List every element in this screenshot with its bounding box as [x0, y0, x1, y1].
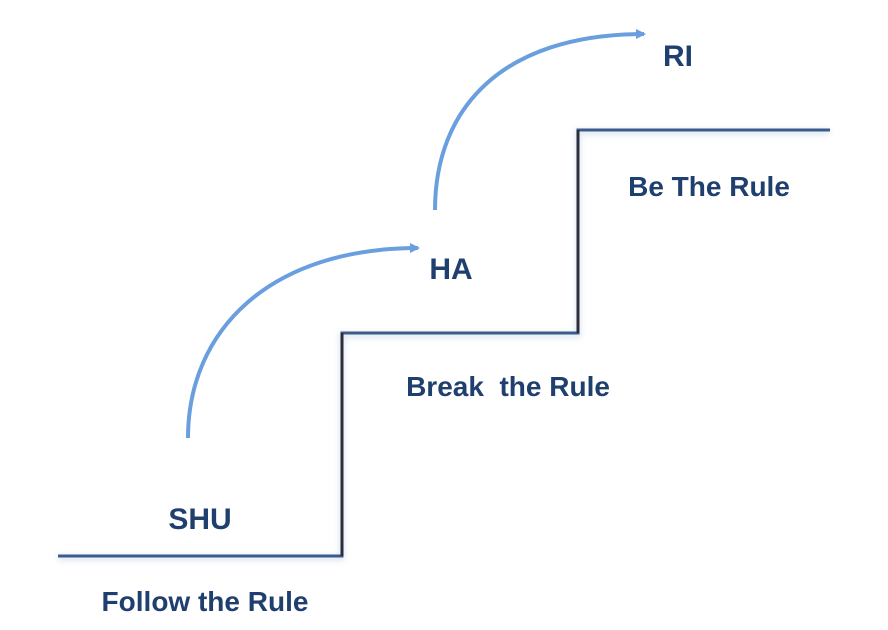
step-caption-ha: Break the Rule [406, 371, 610, 402]
staircase-shadow [58, 129, 830, 561]
step-caption-shu: Follow the Rule [101, 586, 309, 617]
staircase-line [58, 128, 830, 558]
arrow-ha-to-ri [433, 29, 646, 211]
step-label-ha: HA [429, 253, 473, 286]
step-label-ri: RI [663, 40, 693, 73]
step-label-shu: SHU [168, 503, 232, 536]
arrow-shu-to-ha [186, 243, 420, 439]
step-caption-ri: Be The Rule [628, 171, 790, 202]
